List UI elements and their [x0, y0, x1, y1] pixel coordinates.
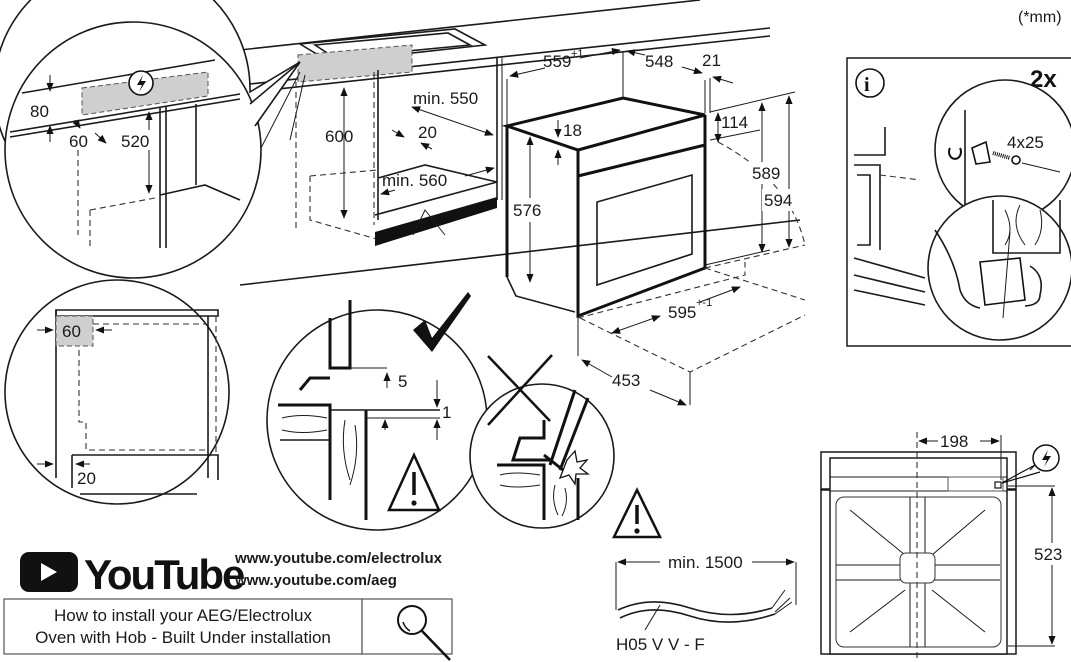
impact-icon [558, 449, 590, 486]
video-url-electrolux[interactable]: www.youtube.com/electrolux [234, 550, 443, 567]
video-search-line2: Oven with Hob - Built Under installation [35, 628, 331, 647]
oven-iso-view: 559 +1 548 21 18 114 576 589 594 595 +-1… [501, 48, 806, 406]
dim-top-offset: 18 [563, 121, 582, 140]
video-search-line1: How to install your AEG/Electrolux [54, 606, 312, 625]
dim-total-height: 594 [764, 191, 792, 210]
dim-panel-height: 114 [721, 113, 748, 132]
dim-socket-offset: 60 [69, 132, 88, 151]
dim-front-vertical: 523 [1034, 545, 1062, 564]
video-url-aeg[interactable]: www.youtube.com/aeg [234, 572, 397, 589]
oven-front-view: 198 523 [820, 432, 1071, 662]
info-icon [855, 68, 885, 98]
detail-circle-side: 60 20 [4, 279, 230, 505]
fixing-panel: i 2x 4x25 [846, 57, 1071, 347]
unit-note: (*mm) [1018, 9, 1062, 26]
cross-mark-icon [487, 354, 553, 426]
youtube-logo[interactable]: YouTube [20, 551, 246, 598]
dim-oven-width-tol: +1 [571, 48, 584, 60]
electrical-zone [297, 44, 413, 83]
dim-front-width: 595 [668, 303, 696, 322]
dim-socket-depth: 520 [121, 132, 149, 151]
check-mark-icon [413, 292, 471, 352]
cable-type: H05 V V - F [616, 635, 705, 654]
clearance-zone [55, 315, 94, 347]
dim-side-gap: 20 [77, 469, 96, 488]
dim-cabinet-depth-min: min. 550 [413, 89, 478, 108]
svg-text:i: i [864, 74, 870, 96]
dim-front-horizontal: 198 [940, 432, 968, 451]
dim-clearance-top: 5 [398, 372, 407, 391]
detail-circle-correct: 5 1 [266, 209, 488, 531]
cable-length: min. 1500 [668, 553, 743, 572]
dim-socket-height: 80 [30, 102, 49, 121]
screw-spec: 4x25 [1007, 133, 1044, 152]
dim-front-thickness: 21 [702, 51, 721, 70]
dim-oven-width: 559 [543, 52, 571, 71]
power-cable-spec: min. 1500 H05 V V - F [615, 553, 797, 654]
video-search-box[interactable] [3, 598, 363, 655]
dim-door-open-depth: 453 [612, 371, 640, 390]
cabinet-scene: 600 min. 550 20 min. 560 [239, 0, 801, 286]
detail-circle-electrical: 80 60 520 [0, 0, 301, 279]
detail-circle-incorrect [469, 354, 663, 539]
magnifier-icon[interactable] [397, 605, 451, 661]
dim-front-width-tol: +-1 [696, 297, 712, 309]
dim-cabinet-width-min: min. 560 [382, 171, 447, 190]
youtube-brand: YouTube [84, 551, 244, 598]
dim-clearance-gap: 1 [442, 403, 451, 422]
dim-cabinet-gap: 20 [418, 123, 437, 142]
dim-side-height: 576 [513, 201, 541, 220]
dim-inner-height: 589 [752, 164, 780, 183]
dim-oven-depth: 548 [645, 52, 673, 71]
dim-cabinet-height: 600 [325, 127, 353, 146]
video-section: YouTube www.youtube.com/electrolux www.y… [3, 550, 453, 661]
dim-side-clearance: 60 [62, 322, 81, 341]
